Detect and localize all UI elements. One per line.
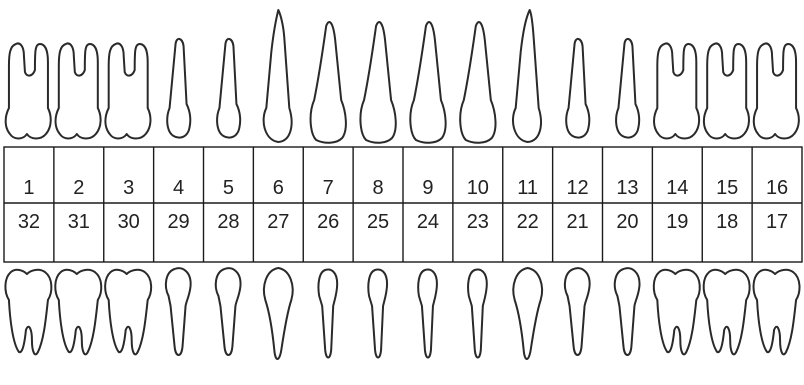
lower-premolar-tooth (565, 268, 590, 355)
upper-tooth-number: 15 (716, 177, 738, 199)
lower-tooth-number: 18 (716, 211, 738, 233)
lower-tooth-number: 26 (317, 211, 339, 233)
upper-premolar-tooth (217, 39, 240, 138)
upper-canine-tooth (264, 10, 292, 142)
upper-tooth-number: 6 (273, 177, 284, 199)
upper-tooth-number: 1 (23, 177, 34, 199)
upper-premolar-tooth (566, 39, 589, 138)
lower-tooth-number: 28 (217, 211, 239, 233)
upper-incisor-tooth (460, 22, 495, 143)
lower-incisor-tooth (318, 270, 337, 358)
upper-tooth-number: 9 (422, 177, 433, 199)
lower-molar-tooth (654, 270, 700, 355)
upper-premolar-tooth (616, 39, 639, 138)
upper-tooth-number: 7 (323, 177, 334, 199)
lower-molar-tooth (704, 270, 750, 355)
upper-premolar-tooth (167, 39, 190, 138)
lower-incisor-tooth (468, 270, 487, 358)
lower-tooth-number: 22 (517, 211, 539, 233)
lower-tooth-number: 20 (616, 211, 638, 233)
lower-tooth-number: 29 (167, 211, 189, 233)
upper-teeth-row (6, 10, 799, 143)
lower-tooth-number: 30 (118, 211, 140, 233)
lower-tooth-number: 32 (18, 211, 40, 233)
upper-tooth-number: 12 (566, 177, 588, 199)
upper-incisor-tooth (311, 22, 346, 143)
lower-molar-tooth (754, 270, 800, 355)
upper-tooth-number: 10 (467, 177, 489, 199)
lower-tooth-number: 23 (467, 211, 489, 233)
lower-incisor-tooth (368, 270, 387, 358)
lower-premolar-tooth (615, 268, 640, 355)
upper-molar-tooth (105, 44, 150, 139)
lower-canine-tooth (264, 268, 293, 359)
lower-tooth-number: 19 (666, 211, 688, 233)
upper-molar-tooth (6, 44, 51, 139)
upper-molar-tooth (56, 44, 101, 139)
upper-tooth-number: 11 (517, 177, 538, 199)
upper-tooth-number: 5 (223, 177, 234, 199)
upper-tooth-number: 4 (173, 177, 184, 199)
upper-tooth-number: 14 (666, 177, 688, 199)
upper-molar-tooth (704, 44, 749, 139)
upper-tooth-number: 8 (373, 177, 384, 199)
lower-teeth-row (5, 268, 799, 359)
lower-canine-tooth (513, 268, 542, 359)
upper-molar-tooth (754, 44, 799, 139)
upper-tooth-number: 13 (616, 177, 638, 199)
lower-tooth-number: 17 (766, 211, 788, 233)
lower-tooth-number: 21 (566, 211, 588, 233)
upper-incisor-tooth (360, 22, 395, 143)
lower-premolar-tooth (216, 268, 241, 355)
lower-molar-tooth (105, 270, 151, 355)
lower-tooth-number: 25 (367, 211, 389, 233)
lower-premolar-tooth (166, 268, 191, 355)
upper-molar-tooth (654, 44, 699, 139)
upper-canine-tooth (513, 10, 541, 142)
lower-tooth-number: 27 (267, 211, 289, 233)
lower-tooth-number: 24 (417, 211, 439, 233)
lower-tooth-number: 31 (68, 211, 90, 233)
lower-incisor-tooth (418, 270, 437, 358)
lower-molar-tooth (5, 270, 51, 355)
upper-tooth-number: 2 (73, 177, 84, 199)
upper-tooth-number: 16 (766, 177, 788, 199)
upper-tooth-number: 3 (123, 177, 134, 199)
lower-molar-tooth (55, 270, 101, 355)
upper-incisor-tooth (410, 22, 445, 143)
